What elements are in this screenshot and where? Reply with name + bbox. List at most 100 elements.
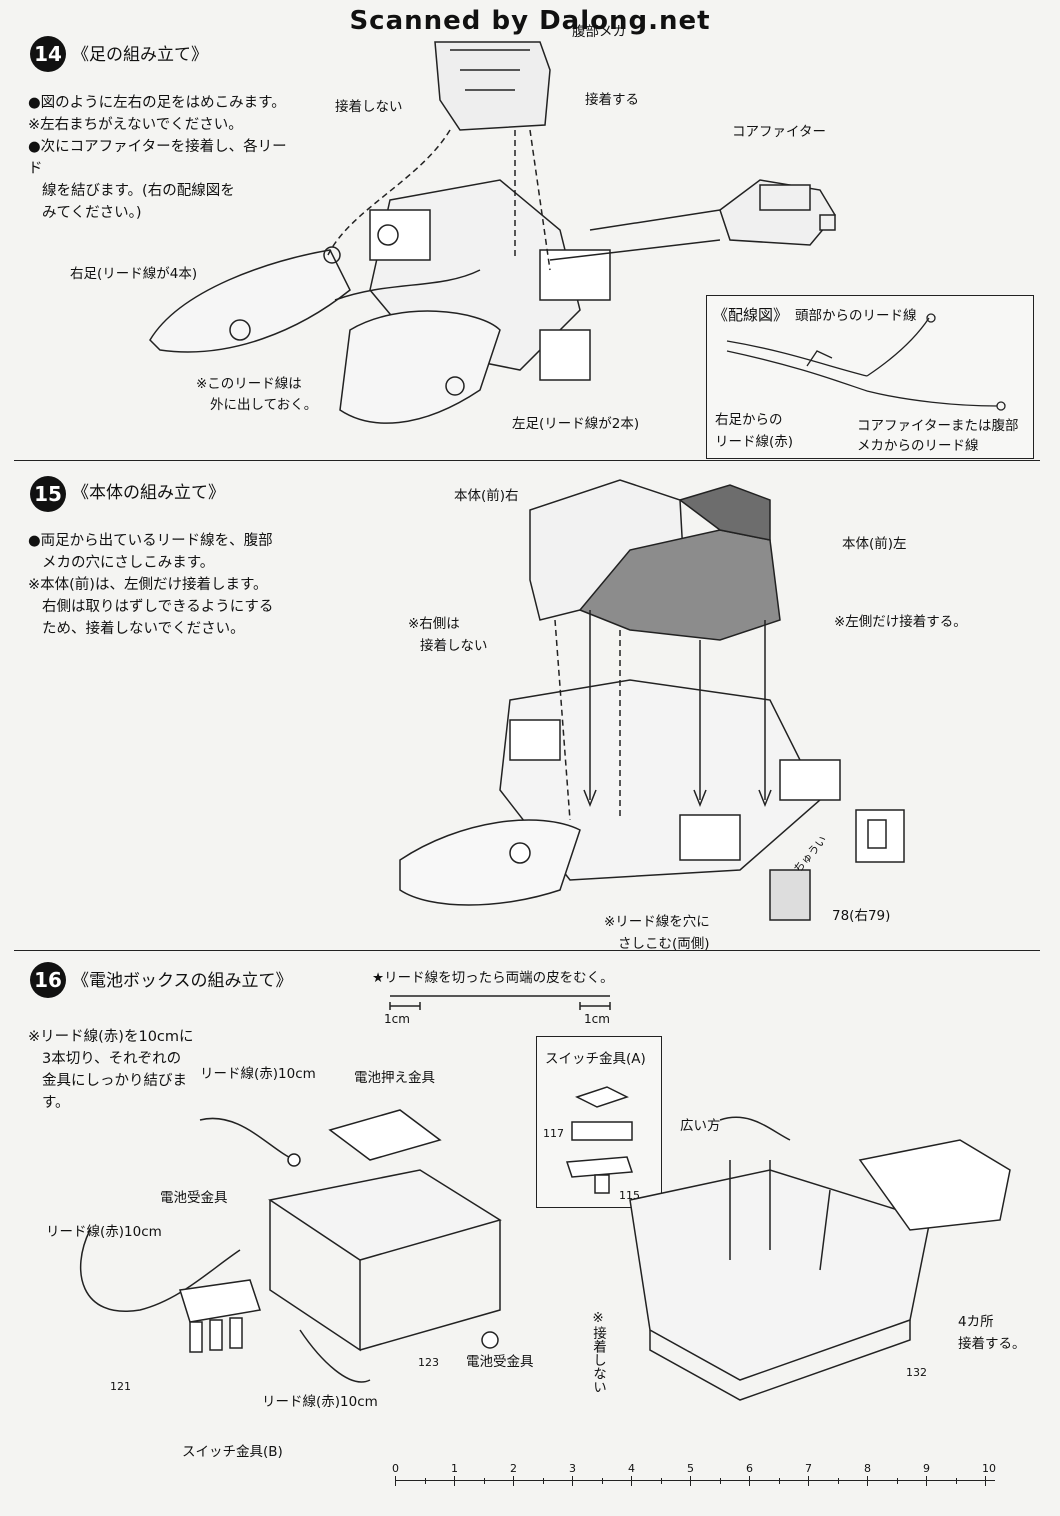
ruler-tick xyxy=(749,1476,750,1486)
label-core-leads: コアファイターまたは腹部 xyxy=(857,418,1019,434)
ruler-tick-label: 3 xyxy=(569,1462,576,1475)
ruler-minor-tick xyxy=(483,1478,485,1484)
label-core-fighter: コアファイター xyxy=(732,124,826,140)
step-16-badge: 16 xyxy=(30,962,66,998)
core-fighter-drawing xyxy=(719,179,836,246)
part-121: 121 xyxy=(110,1380,131,1393)
switch-a-drawing xyxy=(565,1086,634,1194)
label-wide-side: 広い方 xyxy=(680,1118,721,1134)
label-core-leads: メカからのリード線 xyxy=(857,438,979,454)
ruler-tick xyxy=(808,1476,809,1486)
label-glue-here: 接着する。 xyxy=(958,1336,1026,1352)
label-battery-contact: 電池受金具 xyxy=(160,1190,228,1206)
instruction-line: メカの穴にさしこみます。 xyxy=(42,555,215,571)
ruler-minor-tick xyxy=(955,1478,957,1484)
ruler-tick xyxy=(985,1476,986,1486)
label-battery-holder-plate: 電池押え金具 xyxy=(354,1070,435,1086)
instruction-line: 3本切り、それぞれの xyxy=(42,1051,182,1067)
ruler-tick-label: 4 xyxy=(628,1462,635,1475)
instruction-line: ※左右まちがえないでください。 xyxy=(28,117,243,133)
strip-dim-right: 1cm xyxy=(584,1012,610,1026)
ruler-line xyxy=(395,1480,995,1481)
label-right-leg-leads: リード線(赤) xyxy=(715,434,794,450)
step-16-title: 《電池ボックスの組み立て》 xyxy=(72,971,293,991)
instruction-line: ●図のように左右の足をはめこみます。 xyxy=(28,95,286,111)
step-14-instructions: ●図のように左右の足をはめこみます。 ※左右まちがえないでください。 ●次にコア… xyxy=(28,92,288,224)
instruction-line: 金具にしっかり結びま xyxy=(42,1073,187,1089)
strip-dim-left: 1cm xyxy=(384,1012,410,1026)
part-132: 132 xyxy=(906,1366,927,1379)
ruler-tick-label: 7 xyxy=(805,1462,812,1475)
ruler-tick xyxy=(395,1476,396,1486)
instruction-line: 線を結びます。(右の配線図を xyxy=(42,183,235,199)
ruler-tick-label: 6 xyxy=(746,1462,753,1475)
instruction-line: す。 xyxy=(42,1095,70,1111)
battery-box-left-diagram xyxy=(79,1109,502,1383)
ruler-minor-tick xyxy=(719,1478,721,1484)
label-insert-leads: さしこむ(両側) xyxy=(618,936,710,952)
label-parts-78: 78(右79) xyxy=(832,908,891,924)
label-four-places: 4カ所 xyxy=(958,1314,994,1330)
ruler-minor-tick xyxy=(542,1478,544,1484)
ruler-tick-label: 10 xyxy=(982,1462,996,1475)
ruler-tick xyxy=(867,1476,868,1486)
ruler-minor-tick xyxy=(778,1478,780,1484)
ruler-minor-tick xyxy=(424,1478,426,1484)
instruction-line: ●両足から出ているリード線を、腹部 xyxy=(28,533,273,549)
wiring-title: 《配線図》 xyxy=(713,306,789,324)
label-body-front-left: 本体(前)左 xyxy=(842,536,907,552)
label-right-no-glue: 接着しない xyxy=(420,638,488,654)
ruler-minor-tick xyxy=(837,1478,839,1484)
step-15-badge: 15 xyxy=(30,476,66,512)
ruler-tick-label: 1 xyxy=(451,1462,458,1475)
part-123: 123 xyxy=(418,1356,439,1369)
instruction-line: ※リード線(赤)を10cmに xyxy=(28,1029,194,1045)
watermark: Scanned by Dalong.net xyxy=(349,6,711,36)
instruction-line: みてください。) xyxy=(42,205,142,221)
label-right-leg: 右足(リード線が4本) xyxy=(70,266,198,282)
ruler-tick xyxy=(513,1476,514,1486)
label-glue: 接着する xyxy=(585,92,639,108)
label-right-leg-leads: 右足からの xyxy=(715,412,783,428)
label-no-glue: 接着しない xyxy=(335,99,403,115)
ruler-minor-tick xyxy=(601,1478,603,1484)
ruler-tick-label: 0 xyxy=(392,1462,399,1475)
ruler-tick-label: 2 xyxy=(510,1462,517,1475)
wiring-diagram xyxy=(726,313,1006,411)
label-lead-red-10c: リード線(赤)10cm xyxy=(262,1394,378,1410)
strip-note: ★リード線を切ったら両端の皮をむく。 xyxy=(372,970,614,986)
label-head-leads: 頭部からのリード線 xyxy=(795,308,917,324)
instruction-line: ※本体(前)は、左側だけ接着します。 xyxy=(28,577,268,593)
step-16-instructions: ※リード線(赤)を10cmに 3本切り、それぞれの 金具にしっかり結びま す。 xyxy=(28,1026,228,1114)
ruler-tick xyxy=(454,1476,455,1486)
instruction-line: ●次にコアファイターを接着し、各リード xyxy=(28,139,287,177)
step-15-instructions: ●両足から出ているリード線を、腹部 メカの穴にさしこみます。 ※本体(前)は、左… xyxy=(28,530,328,640)
ruler-tick-label: 5 xyxy=(687,1462,694,1475)
label-lead-out: ※このリード線は xyxy=(196,376,302,392)
part-117: 117 xyxy=(543,1127,564,1140)
wiring-diagram-box: 《配線図》 頭部からのリード線 右足からの リード線(赤) コアファイターまたは… xyxy=(706,295,1034,459)
ruler-tick xyxy=(631,1476,632,1486)
label-abdomen-mecha: 腹部メカ xyxy=(572,24,626,40)
section-divider xyxy=(14,460,1040,461)
leg-assembly-diagram xyxy=(149,41,720,424)
label-left-leg: 左足(リード線が2本) xyxy=(512,416,640,432)
label-no-glue-vertical: ※接着しない xyxy=(590,1310,606,1394)
label-battery-contact-b: 電池受金具 xyxy=(466,1354,534,1370)
instruction-line: 右側は取りはずしできるようにする xyxy=(42,599,274,615)
part-detail-drawing xyxy=(855,809,905,863)
label-left-only-glue: ※左側だけ接着する。 xyxy=(834,614,967,630)
step-15-title: 《本体の組み立て》 xyxy=(72,483,225,503)
instruction-line: ため、接着しないでください。 xyxy=(42,621,245,637)
ruler-tick xyxy=(572,1476,573,1486)
label-switch-b: スイッチ金具(B) xyxy=(182,1444,283,1460)
ruler-tick-label: 9 xyxy=(923,1462,930,1475)
body-assembly-diagram xyxy=(399,479,841,921)
label-insert-leads: ※リード線を穴に xyxy=(604,914,710,930)
label-body-front-right: 本体(前)右 xyxy=(454,488,519,504)
ruler-tick xyxy=(690,1476,691,1486)
battery-box-right-diagram xyxy=(629,1116,1011,1401)
step-14-title: 《足の組み立て》 xyxy=(72,45,208,65)
switch-a-box: スイッチ金具(A) 117 115 xyxy=(536,1036,662,1208)
